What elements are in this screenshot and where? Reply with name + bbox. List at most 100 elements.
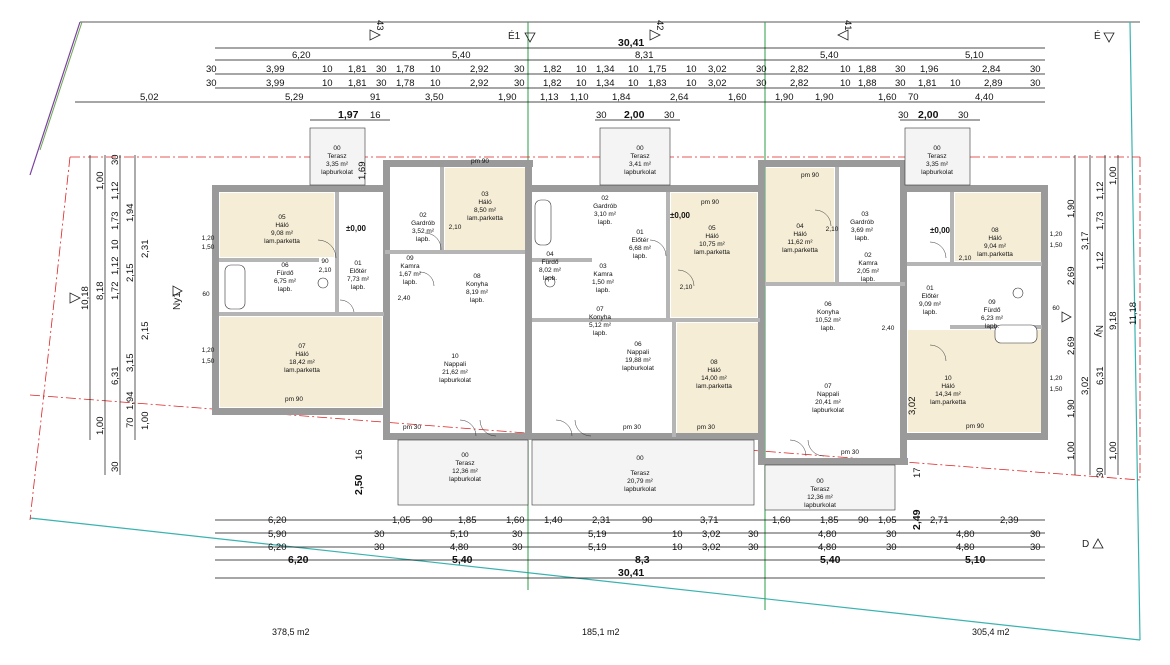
dim-r3-2: 10 — [322, 78, 333, 89]
dim-r2-15: 3,02 — [708, 64, 727, 75]
room-area: 9,08 m² — [271, 230, 294, 237]
room-right-terrace-north: 00 Terasz 3,35 m² lapburkolat — [921, 145, 953, 176]
terraces — [309, 127, 971, 511]
dim-r2-13: 1,75 — [648, 64, 667, 75]
room-area: 20,41 m² — [815, 399, 841, 406]
room-name: Háló — [707, 367, 721, 374]
room-floor: lapb. — [861, 276, 875, 283]
dim-r4-4: 1,90 — [498, 92, 517, 103]
room-floor: lam.parketta — [977, 251, 1013, 258]
room-area: 8,50 m² — [474, 207, 497, 214]
dim-b3-4: 5,19 — [588, 542, 607, 553]
section-num-43: 43 — [374, 20, 385, 31]
building-outline — [212, 160, 1048, 465]
dim-b1-7: 90 — [642, 515, 653, 526]
dim-b2-1: 30 — [374, 529, 385, 540]
window-label-pm30-d: pm 30 — [841, 449, 859, 456]
room-area: 3,69 m² — [851, 227, 874, 234]
dim-left-20: 30 — [110, 461, 121, 472]
dim-b1-2: 90 — [422, 515, 433, 526]
opening-label-90-a: 90 — [321, 258, 329, 265]
room-name: Háló — [988, 235, 1002, 242]
room-right-08-halo: 08 Háló 9,04 m² lam.parketta — [977, 227, 1013, 258]
section-mark-e1: É1 — [508, 29, 521, 42]
room-left-terrace-north: 00 Terasz 3,35 m² lapburkolat — [321, 145, 353, 176]
room-floor: lapb. — [598, 219, 612, 226]
room-area: 12,36 m² — [452, 468, 478, 475]
dim-b3-5: 10 — [672, 542, 683, 553]
dim-r3-7: 2,92 — [470, 78, 489, 89]
plot-area-labels: 378,5 m2 185,1 m2 305,4 m2 — [272, 627, 1010, 637]
room-name: Terasz — [810, 486, 829, 493]
room-floor: lapb. — [403, 279, 417, 286]
total-width-bottom: 30,41 — [618, 567, 644, 579]
room-number: 05 — [278, 214, 286, 221]
dim-r4-13: 70 — [908, 92, 919, 103]
dim-right-10: 1,73 — [1095, 212, 1106, 231]
room-number: 08 — [991, 227, 999, 234]
room-mid-08-halo: 08 Háló 14,00 m² lam.parketta — [696, 359, 732, 390]
room-number: 08 — [710, 359, 718, 366]
room-area: 20,79 m² — [627, 478, 653, 485]
room-name: Terasz — [630, 470, 649, 477]
dim-b2-0: 5,90 — [268, 529, 287, 540]
dim-right-15: 1,00 — [1066, 442, 1077, 461]
dim-r3-13: 1,83 — [648, 78, 667, 89]
room-floor: lapburkolat — [321, 169, 353, 176]
right-dimension-labels: 1,00 9,18 1,00 11,18 1,90 3,17 2,69 2,69… — [907, 167, 1139, 531]
dim-top-1: 6,20 — [292, 50, 311, 61]
dim-left-18: 70 — [125, 417, 136, 428]
dim-r2-8: 30 — [514, 64, 525, 75]
dim-b4-3: 5,40 — [820, 554, 841, 566]
dim-r2-4: 30 — [376, 64, 387, 75]
room-floor: lapb. — [855, 235, 869, 242]
dim-right-12: 1,12 — [1095, 252, 1106, 271]
window-label-pm30-a: pm 30 — [403, 424, 421, 431]
room-mid-01-eloter: 01 Előtér 6,68 m² lapb. — [629, 229, 652, 260]
dim-b4-4: 5,10 — [965, 554, 986, 566]
room-area: 10,52 m² — [815, 317, 841, 324]
dim-b1-0: 6,20 — [268, 515, 287, 526]
room-number: 02 — [601, 195, 609, 202]
room-mid-04-furdo: 04 Fürdő 8,02 m² lapb. — [539, 251, 562, 282]
dim-r3-0: 30 — [206, 78, 217, 89]
room-area: 8,02 m² — [539, 267, 562, 274]
room-mid-07-konyha: 07 Konyha 5,12 m² lapb. — [589, 306, 612, 337]
dim-right-7: 2,69 — [1066, 337, 1077, 356]
room-name: Terasz — [455, 460, 474, 467]
dim-r2-9: 1,82 — [543, 64, 562, 75]
dim-terrace-6: 30 — [898, 110, 909, 121]
dim-b1-6: 2,31 — [592, 515, 611, 526]
dim-left-11: 6,31 — [110, 367, 121, 386]
dim-r3-6: 10 — [430, 78, 441, 89]
section-mark-ny: Ny — [1093, 325, 1104, 337]
room-left-terrace-south: 00 Terasz 12,36 m² lapburkolat — [449, 452, 481, 483]
window-label-pm30-b: pm 30 — [623, 424, 641, 431]
dim-b1-13: 2,71 — [930, 515, 949, 526]
opening-label-210-e: 2,10 — [959, 255, 972, 262]
dim-b4-1: 5,40 — [452, 554, 473, 566]
dim-r3-9: 1,82 — [543, 78, 562, 89]
room-mid-02-gardrob: 02 Gardrób 3,10 m² lapb. — [593, 195, 617, 226]
dim-right-17: 2,49 — [911, 509, 923, 530]
room-number: 01 — [636, 229, 644, 236]
level-mark-left: ±0,00 — [346, 224, 367, 233]
dim-b3-10: 4,80 — [956, 542, 975, 553]
room-number: 10 — [451, 353, 459, 360]
dim-b3-3: 30 — [512, 542, 523, 553]
dim-b1-4: 1,60 — [506, 515, 525, 526]
dim-left-19: 1,00 — [140, 412, 151, 431]
dim-r4-1: 5,29 — [285, 92, 304, 103]
room-floor: lam.parketta — [930, 399, 966, 406]
room-name: Háló — [478, 199, 492, 206]
dim-r3-17: 2,82 — [790, 78, 809, 89]
dim-right-3: 11,18 — [1128, 302, 1139, 325]
room-floor: lam.parketta — [782, 247, 818, 254]
room-number: 01 — [354, 260, 362, 267]
room-area: 1,67 m² — [399, 271, 422, 278]
room-right-01-eloter: 01 Előtér 9,09 m² lapb. — [919, 285, 942, 316]
dim-r4-11: 1,90 — [815, 92, 834, 103]
room-right-10-halo: 10 Háló 14,34 m² lam.parketta — [930, 375, 966, 406]
room-name: Fürdő — [277, 270, 294, 277]
room-area: 8,19 m² — [466, 289, 489, 296]
